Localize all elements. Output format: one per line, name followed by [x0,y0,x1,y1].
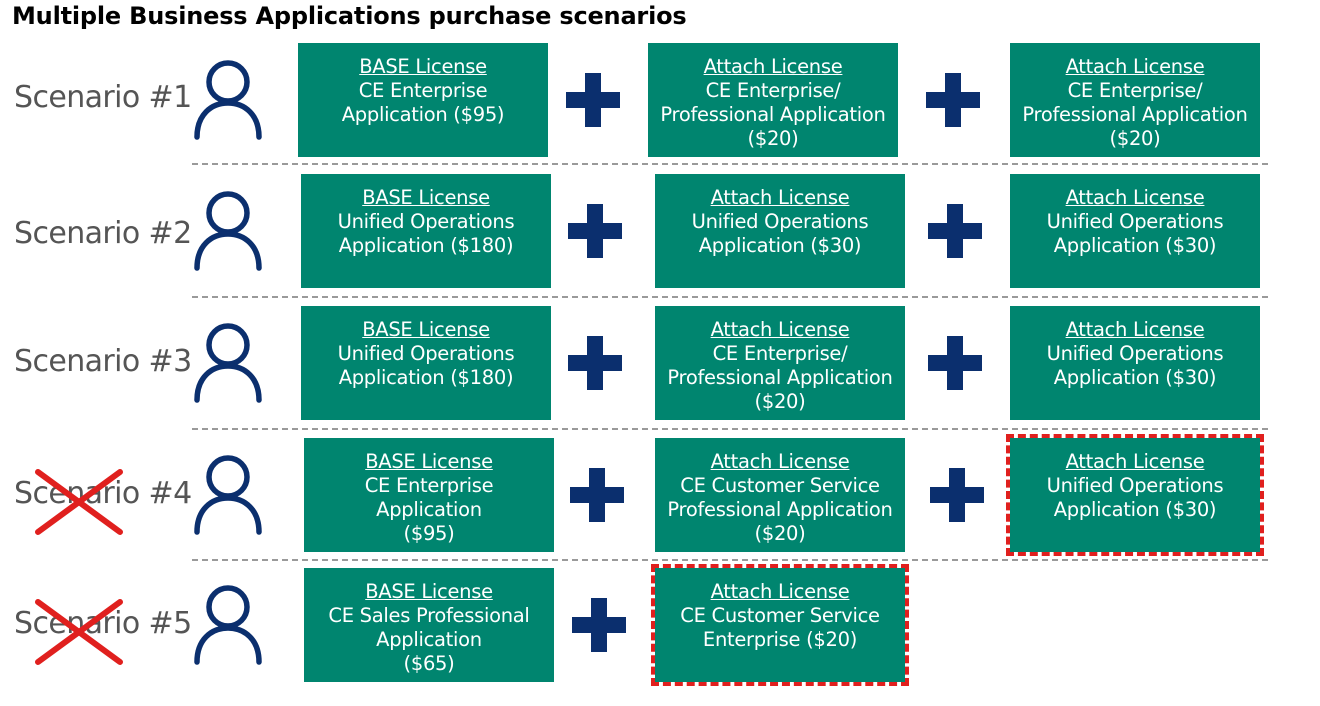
scenario-label: Scenario #1 [14,80,192,115]
license-detail: Professional Application [660,103,886,126]
license-title: Attach License [1065,318,1205,341]
person-icon [194,60,262,140]
license-detail: CE Enterprise [358,79,488,102]
license-detail: Professional Application [667,366,893,389]
license-title: BASE License [362,186,490,209]
row-divider [192,559,1268,561]
license-detail: Application ($180) [338,366,514,389]
plus-icon [572,598,626,652]
license-detail: CE Enterprise/ [705,79,841,102]
license-detail: Unified Operations [1046,342,1224,365]
license-detail: ($65) [403,652,455,675]
license-detail: Application ($95) [341,103,505,126]
plus-icon [928,336,982,390]
license-detail: CE Enterprise/ [712,342,848,365]
row-divider [192,163,1268,165]
license-detail: Application ($30) [698,234,862,257]
license-detail: Unified Operations [337,342,515,365]
plus-icon [570,468,624,522]
license-title: Attach License [710,580,850,603]
license-title: Attach License [710,186,850,209]
license-title: BASE License [359,55,487,78]
license-detail: Application ($30) [1053,498,1217,521]
license-detail: CE Customer Service [680,604,880,627]
plus-icon [568,204,622,258]
license-detail: Application [376,628,482,651]
plus-icon [928,204,982,258]
license-detail: CE Enterprise [364,474,494,497]
license-detail: Unified Operations [691,210,869,233]
license-title: BASE License [365,450,493,473]
license-detail: Application ($30) [1053,234,1217,257]
license-detail: Unified Operations [337,210,515,233]
license-title: Attach License [1065,186,1205,209]
scenario-label: Scenario #2 [14,216,192,251]
license-detail: Application [376,498,482,521]
license-detail: Application ($180) [338,234,514,257]
license-detail: Unified Operations [1046,210,1224,233]
row-divider [192,428,1268,430]
plus-icon [930,468,984,522]
license-detail: Professional Application [667,498,893,521]
person-icon [194,455,262,535]
license-title: Attach License [1065,450,1205,473]
license-detail: Enterprise ($20) [702,628,858,651]
license-title: Attach License [710,450,850,473]
license-detail: ($95) [403,522,455,545]
person-icon [194,191,262,271]
person-icon [194,323,262,403]
license-detail: ($20) [754,390,806,413]
license-detail: ($20) [754,522,806,545]
license-title: BASE License [362,318,490,341]
license-detail: ($20) [1109,127,1161,150]
row-divider [192,296,1268,298]
license-title: BASE License [365,580,493,603]
plus-icon [566,73,620,127]
cross-out-icon [35,469,123,535]
license-detail: Unified Operations [1046,474,1224,497]
page-title: Multiple Business Applications purchase … [12,2,687,30]
plus-icon [568,336,622,390]
license-title: Attach License [710,318,850,341]
license-detail: CE Enterprise/ [1067,79,1203,102]
license-title: Attach License [703,55,843,78]
license-detail: CE Sales Professional [328,604,530,627]
license-detail: Professional Application [1022,103,1248,126]
scenario-label: Scenario #3 [14,344,192,379]
license-title: Attach License [1065,55,1205,78]
license-detail: Application ($30) [1053,366,1217,389]
cross-out-icon [35,599,123,665]
license-detail: CE Customer Service [680,474,880,497]
plus-icon [926,73,980,127]
person-icon [194,585,262,665]
license-detail: ($20) [747,127,799,150]
